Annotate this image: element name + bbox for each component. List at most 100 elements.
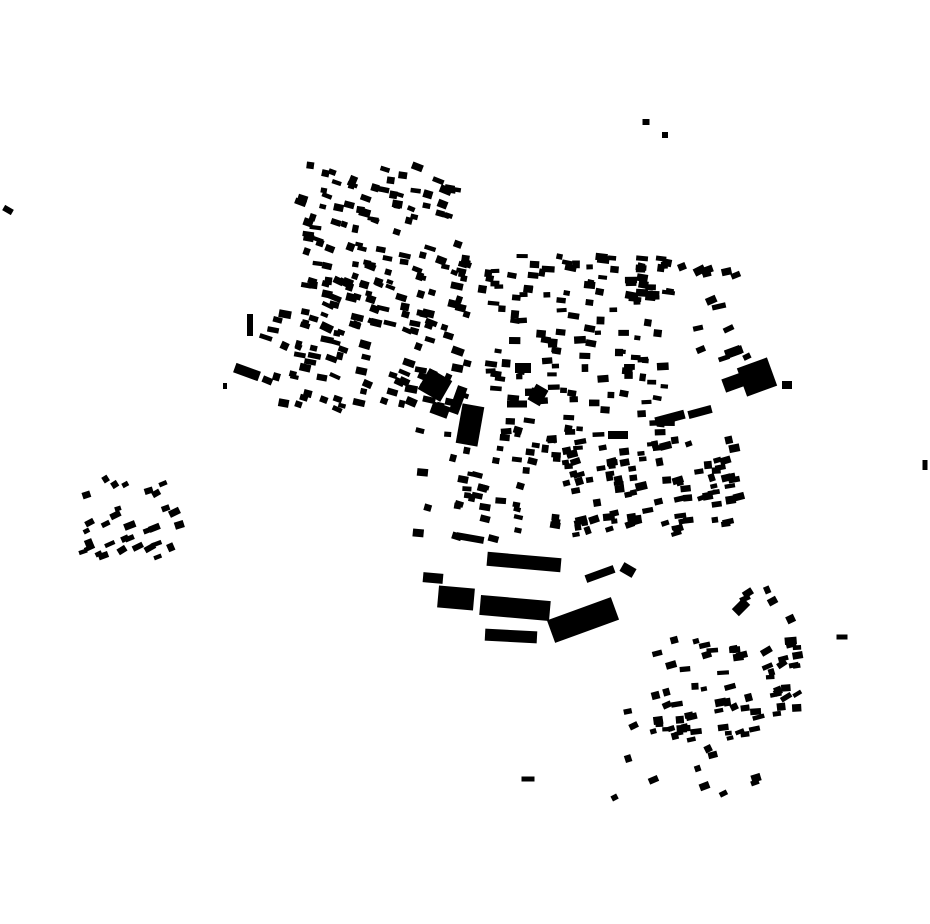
building — [692, 637, 700, 645]
building — [379, 165, 391, 173]
building — [476, 483, 489, 493]
building — [424, 317, 438, 328]
building — [495, 497, 507, 505]
building — [462, 359, 472, 368]
building — [706, 647, 719, 654]
building — [513, 514, 524, 521]
building — [471, 470, 484, 479]
building — [547, 372, 557, 377]
building — [320, 335, 335, 345]
building — [679, 666, 691, 673]
building — [625, 280, 637, 287]
building — [521, 776, 535, 782]
building — [490, 370, 502, 379]
building — [922, 460, 928, 470]
building — [548, 338, 558, 345]
building — [655, 457, 664, 467]
building — [398, 399, 406, 408]
building — [741, 587, 755, 599]
building — [724, 730, 732, 736]
building — [665, 660, 678, 670]
building — [351, 224, 360, 234]
building — [379, 396, 389, 406]
building — [641, 399, 652, 405]
building — [337, 402, 347, 409]
building — [131, 541, 144, 552]
building — [404, 383, 419, 394]
building — [114, 505, 122, 512]
building — [404, 216, 414, 225]
building — [643, 318, 652, 327]
building — [597, 374, 609, 383]
building — [513, 527, 522, 534]
building — [338, 277, 349, 288]
building — [101, 474, 110, 484]
building — [660, 519, 670, 527]
building — [516, 373, 523, 380]
building — [609, 509, 620, 518]
building — [671, 475, 685, 486]
building — [572, 531, 580, 538]
building — [573, 445, 583, 451]
building — [569, 456, 582, 467]
building — [412, 528, 425, 538]
building — [596, 465, 606, 472]
building — [551, 347, 561, 354]
building — [452, 186, 462, 193]
building — [294, 339, 303, 350]
building — [374, 280, 384, 289]
building — [604, 525, 614, 533]
building — [772, 710, 782, 717]
building — [623, 754, 633, 764]
building — [731, 646, 741, 654]
building — [651, 649, 663, 658]
building — [654, 409, 686, 427]
building — [617, 349, 626, 355]
building — [517, 317, 528, 324]
building — [416, 468, 429, 477]
building — [271, 372, 281, 382]
building — [302, 247, 311, 256]
building — [411, 265, 423, 274]
building — [457, 474, 469, 484]
building — [585, 476, 594, 484]
building — [479, 514, 491, 524]
building — [400, 310, 410, 319]
building — [728, 443, 741, 454]
building — [671, 525, 679, 531]
building — [655, 719, 664, 728]
building — [638, 456, 647, 462]
building — [97, 550, 110, 561]
building — [519, 291, 528, 298]
building — [370, 216, 380, 225]
building — [440, 323, 449, 332]
building — [608, 431, 628, 439]
building — [684, 711, 694, 719]
building — [662, 476, 672, 484]
building — [293, 351, 307, 359]
building — [541, 265, 555, 273]
building — [166, 542, 176, 553]
building — [719, 455, 732, 466]
building — [460, 274, 468, 282]
building — [732, 491, 746, 502]
building — [362, 259, 372, 266]
building — [436, 198, 449, 210]
building — [659, 440, 673, 451]
building — [561, 259, 573, 266]
building — [549, 521, 561, 530]
building — [410, 161, 424, 173]
building — [601, 254, 610, 261]
building — [684, 440, 693, 448]
building — [398, 368, 411, 378]
building — [299, 393, 309, 402]
building — [624, 519, 636, 529]
building — [600, 406, 610, 414]
building — [574, 476, 585, 487]
building — [652, 444, 661, 452]
building — [354, 241, 364, 248]
building — [507, 400, 527, 408]
building — [545, 436, 557, 444]
building — [487, 534, 500, 544]
building — [404, 396, 418, 408]
